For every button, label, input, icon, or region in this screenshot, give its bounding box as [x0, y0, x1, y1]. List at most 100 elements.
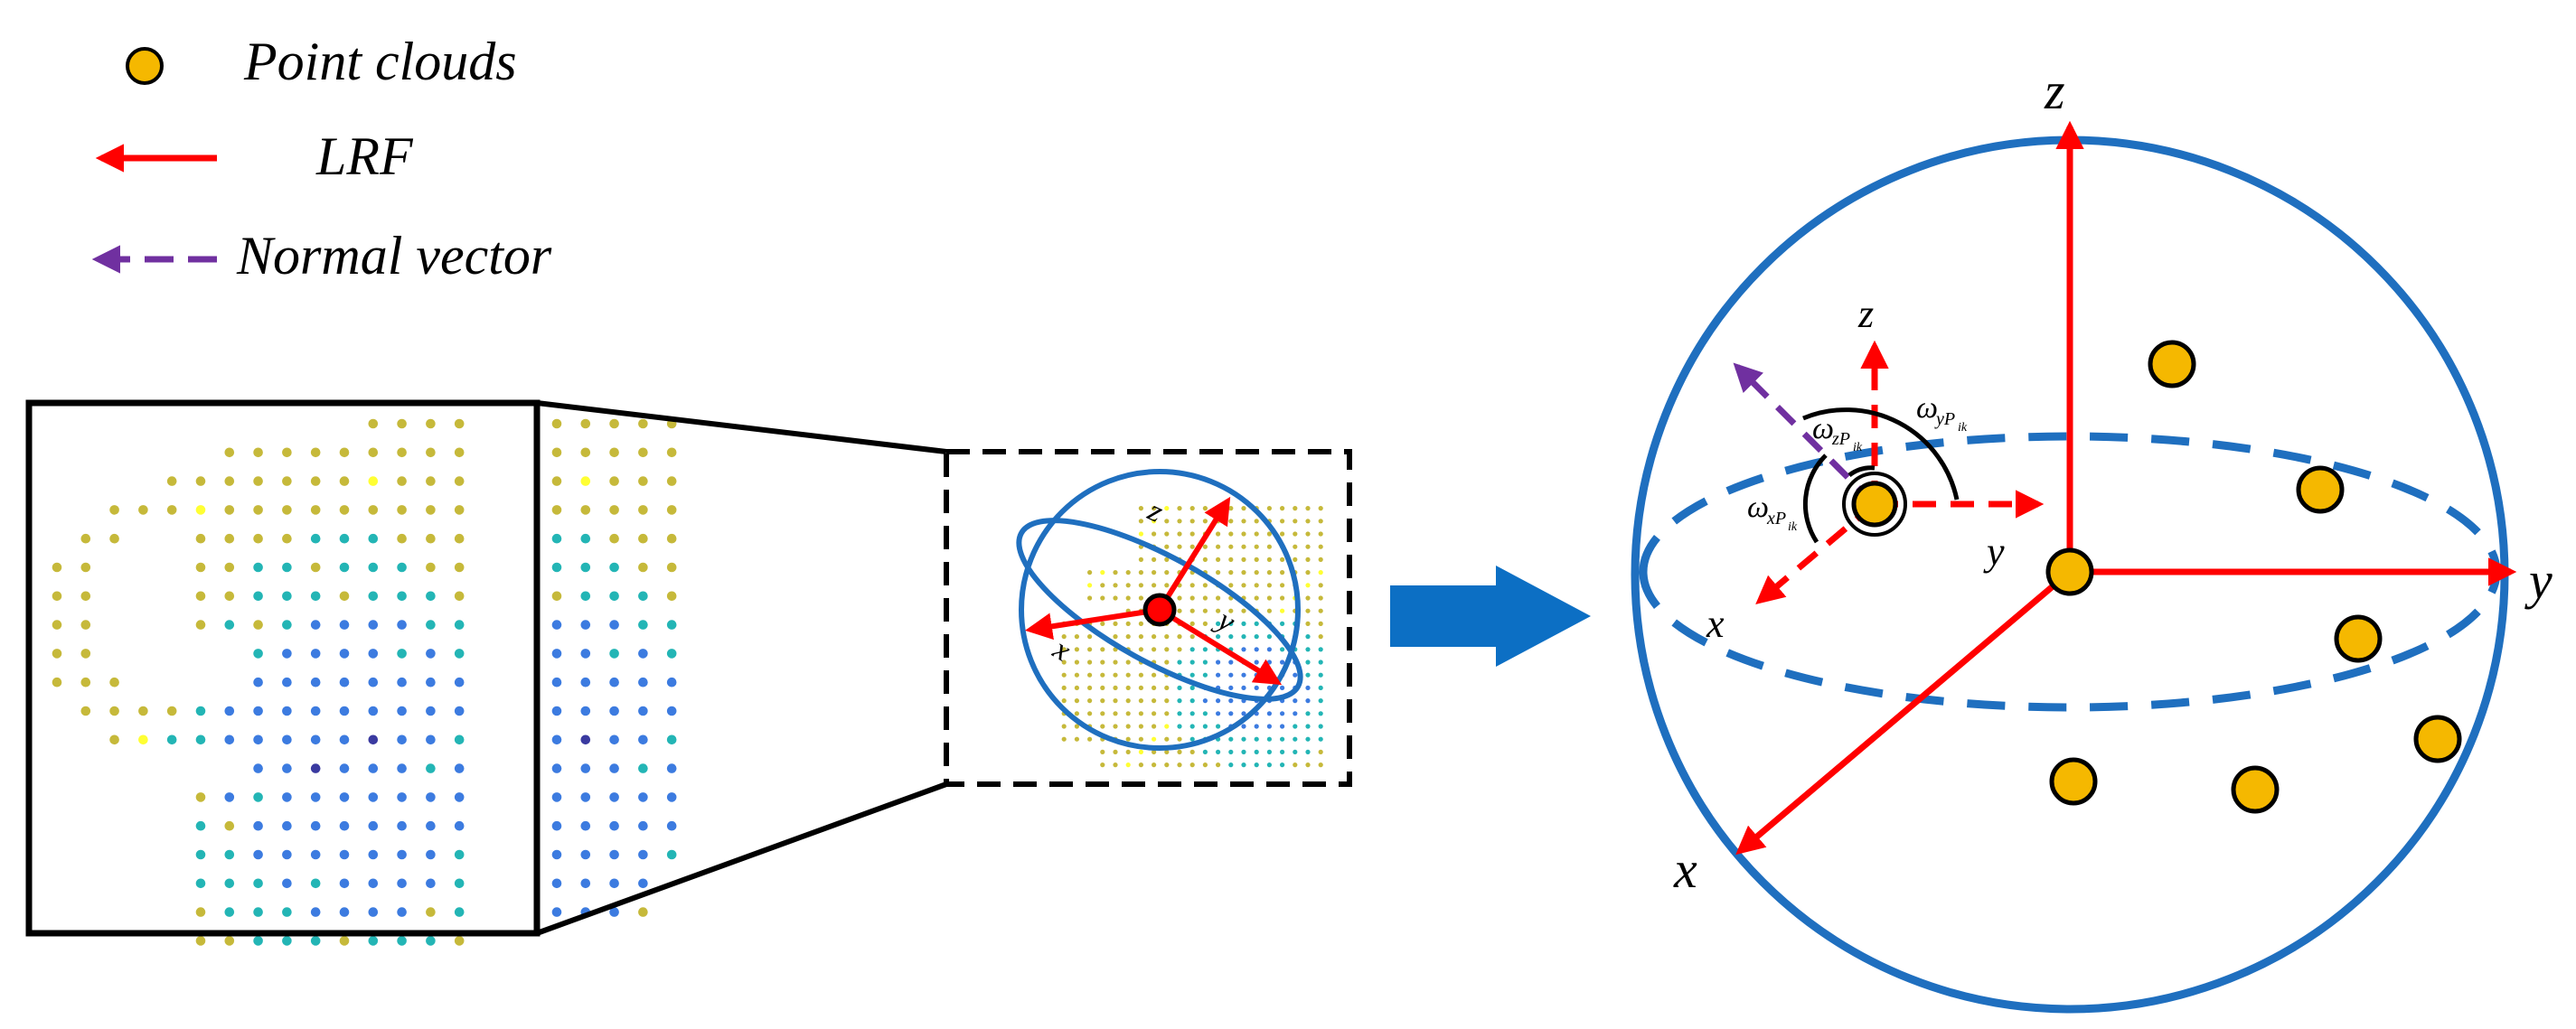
point-cloud-dot [551, 763, 562, 773]
point-cloud-dot [224, 878, 235, 889]
point-cloud-dot [1216, 698, 1221, 704]
point-cloud-dot [282, 677, 292, 688]
point-cloud-dot [1125, 621, 1131, 627]
point-cloud-dot [1177, 544, 1182, 549]
point-cloud-dot [224, 734, 235, 745]
point-cloud-dot [253, 936, 263, 946]
point-cloud-dot [1241, 736, 1246, 742]
point-cloud-dot [310, 734, 321, 745]
point-cloud-dot [551, 620, 562, 630]
point-cloud-dot [1254, 557, 1259, 563]
point-cloud-dot [1266, 583, 1272, 588]
point-cloud-dot [1228, 544, 1234, 549]
small-sphere-center-point [1142, 593, 1177, 627]
point-cloud-dot [1189, 711, 1195, 716]
point-cloud-dot [580, 562, 591, 573]
point-cloud-dot [1228, 583, 1234, 588]
point-cloud-dot [1305, 570, 1311, 575]
point-cloud-dot [1318, 557, 1323, 563]
point-cloud-dot [1305, 634, 1311, 640]
point-cloud-dot [224, 447, 235, 458]
point-cloud-dot [339, 562, 350, 573]
point-cloud-dot [224, 849, 235, 860]
point-cloud-dot [1177, 608, 1182, 613]
point-cloud-dot [666, 734, 677, 745]
point-cloud-dot [1266, 634, 1272, 640]
point-cloud-dot [426, 936, 436, 946]
point-cloud-dot [1164, 583, 1170, 588]
point-cloud-dot [580, 620, 591, 630]
point-cloud-dot [368, 649, 379, 659]
point-cloud-dot [253, 792, 263, 802]
point-cloud-dot [1266, 595, 1272, 601]
point-cloud-dot [310, 476, 321, 486]
origin-point [2045, 547, 2094, 596]
point-cloud-dot [1254, 762, 1259, 768]
point-cloud-dot [339, 849, 350, 860]
point-cloud-dot [1228, 711, 1234, 716]
point-cloud-dot [310, 620, 321, 630]
small-x-axis-arrow [1025, 607, 1161, 641]
point-cloud-dot [1305, 685, 1311, 691]
point-cloud-dot [282, 476, 292, 486]
point-cloud-dot [454, 620, 465, 630]
point-cloud-dot [1266, 531, 1272, 537]
point-cloud-dot [1189, 736, 1195, 742]
point-cloud-dot [310, 649, 321, 659]
point-cloud-point [2334, 614, 2383, 663]
point-cloud-dot [1305, 698, 1311, 704]
point-cloud-dot [666, 763, 677, 773]
point-cloud-dot [1241, 608, 1246, 613]
point-cloud-dot [1087, 583, 1093, 588]
point-cloud-dot [368, 591, 379, 602]
point-cloud-dot [224, 505, 235, 515]
point-cloud-dot [426, 418, 436, 429]
point-cloud-dot [282, 620, 292, 630]
point-cloud-dot [1216, 659, 1221, 665]
point-cloud-dot [454, 706, 465, 716]
point-cloud-dot [397, 418, 407, 429]
point-cloud-dot [609, 447, 619, 458]
point-cloud-dot [52, 677, 62, 688]
point-cloud-dot [397, 792, 407, 802]
point-cloud-dot [1241, 583, 1246, 588]
point-cloud-dot [580, 533, 591, 544]
point-cloud-dot [1087, 711, 1093, 716]
point-cloud-dot [368, 849, 379, 860]
point-cloud-dot [1254, 685, 1259, 691]
point-cloud-dot [282, 447, 292, 458]
omega-y-label: ω yP ik [1916, 391, 1968, 435]
point-cloud-dot [397, 677, 407, 688]
point-cloud-dot [609, 562, 619, 573]
point-cloud-dot [1318, 724, 1323, 729]
point-cloud-dot [1241, 724, 1246, 729]
point-cloud-dot [1266, 544, 1272, 549]
point-cloud-dot [1138, 634, 1143, 640]
point-cloud-dot [282, 763, 292, 773]
point-cloud-dot [253, 677, 263, 688]
point-cloud-dot [1164, 544, 1170, 549]
point-cloud-dot [1280, 506, 1285, 511]
point-cloud-dot [253, 562, 263, 573]
point-cloud-dot [80, 677, 91, 688]
legend-lrf-label: LRF [315, 126, 414, 186]
point-cloud-dot [1164, 762, 1170, 768]
global-y-label: y [2524, 551, 2552, 610]
point-cloud-dot [397, 447, 407, 458]
point-cloud-dot [1280, 531, 1285, 537]
point-cloud-dot [195, 734, 206, 745]
point-cloud-dot [368, 505, 379, 515]
point-cloud-dot [638, 763, 648, 773]
point-cloud-dot [609, 706, 619, 716]
point-cloud-dot [253, 706, 263, 716]
point-cloud-dot [1216, 634, 1221, 640]
point-cloud-dot [454, 562, 465, 573]
svg-text:ω: ω [1812, 412, 1834, 445]
point-cloud-dot [454, 649, 465, 659]
point-cloud-dot [1266, 506, 1272, 511]
point-cloud-dot [1254, 749, 1259, 755]
svg-text:xP: xP [1766, 509, 1786, 529]
point-cloud-point [2049, 757, 2098, 806]
point-cloud-dot [1228, 762, 1234, 768]
point-cloud-legend-icon [126, 47, 164, 85]
